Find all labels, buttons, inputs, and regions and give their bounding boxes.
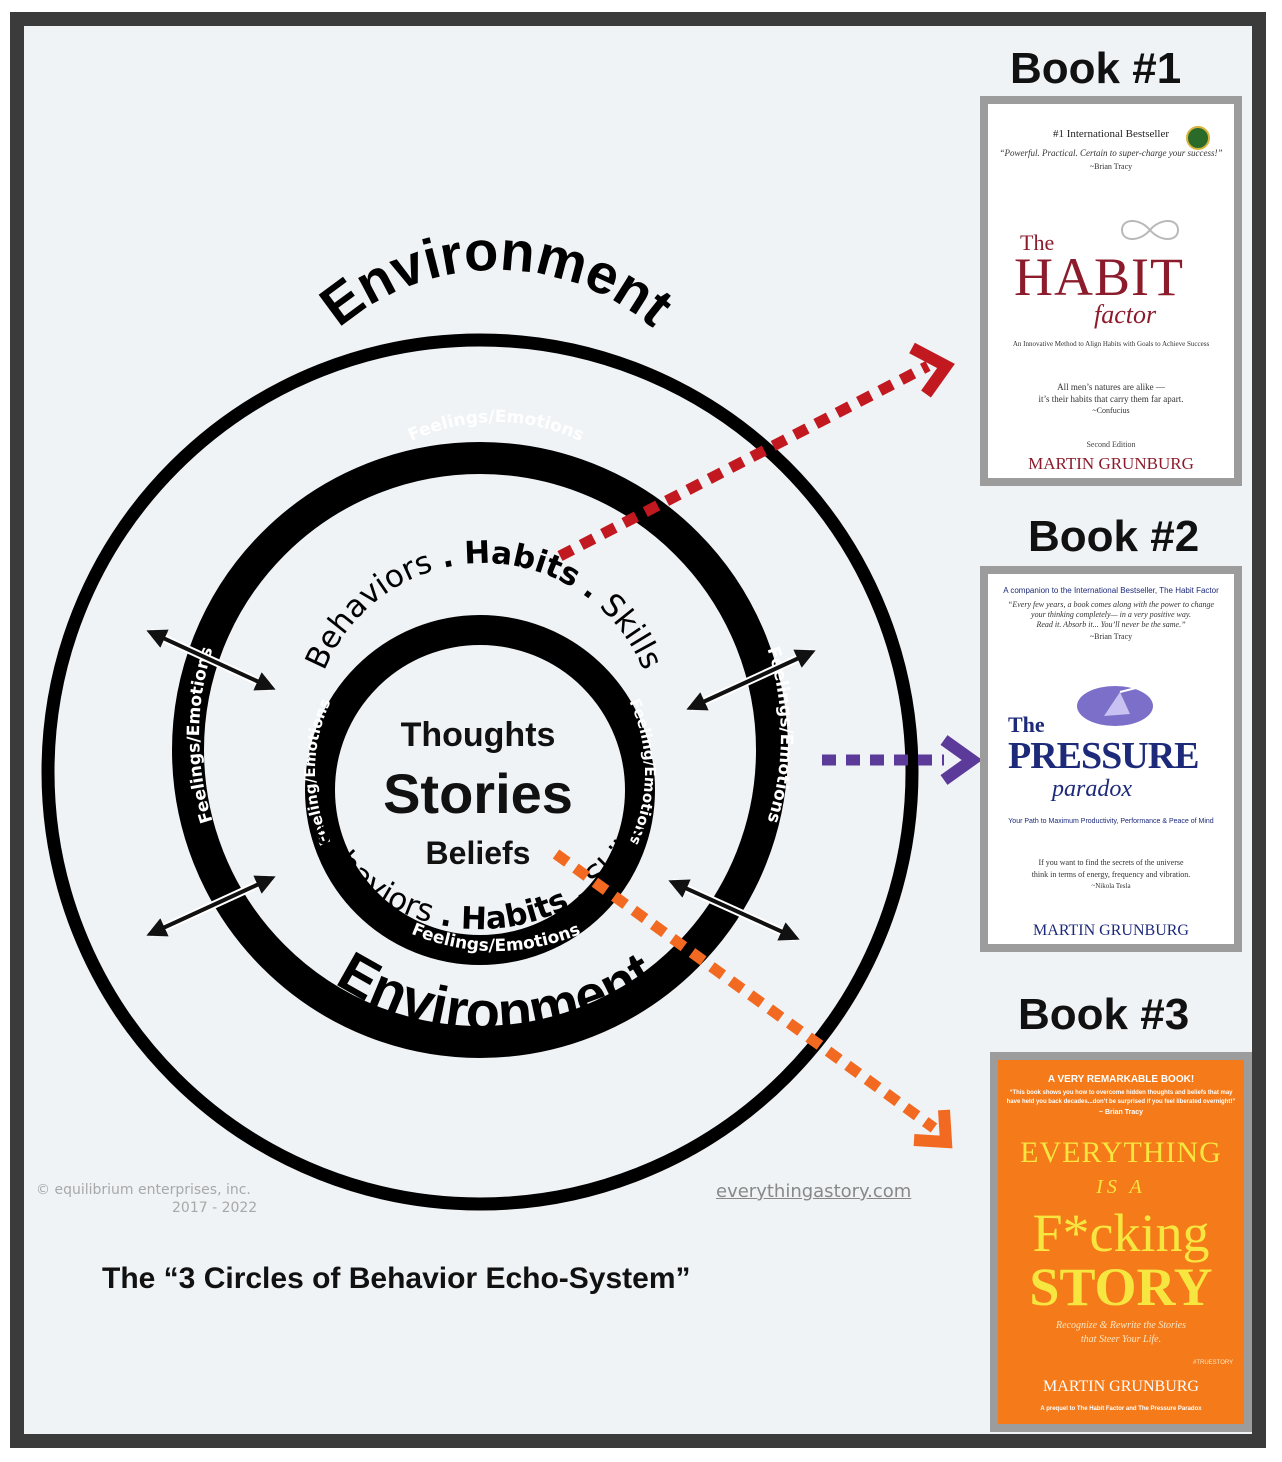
book1-quote-author: ~Brian Tracy bbox=[1089, 162, 1133, 171]
book3-title-line1: EVERYTHING bbox=[1020, 1136, 1222, 1169]
book2-quote-author: ~Brian Tracy bbox=[1089, 632, 1133, 641]
book3-quote1: “This book shows you how to overcome hid… bbox=[1009, 1090, 1233, 1096]
center-thoughts: Thoughts bbox=[401, 716, 556, 754]
arrow-to-book3-head bbox=[913, 1109, 953, 1149]
copyright-line2: 2017 - 2022 bbox=[172, 1200, 258, 1216]
book2-top-line: A companion to the International Bestsel… bbox=[1003, 586, 1219, 595]
book3-cover[interactable]: A VERY REMARKABLE BOOK! “This book shows… bbox=[990, 1052, 1252, 1432]
book1-quote: “Powerful. Practical. Certain to super-c… bbox=[999, 148, 1223, 158]
book2-title-prefix: The bbox=[1008, 712, 1045, 737]
book1-title-prefix: The bbox=[1020, 230, 1055, 255]
feelings-ring bbox=[172, 442, 788, 1058]
infinity-icon bbox=[1120, 220, 1180, 240]
award-badge-icon bbox=[1186, 126, 1210, 150]
center-beliefs: Beliefs bbox=[426, 835, 531, 871]
arrow-to-book1 bbox=[557, 361, 931, 561]
book2-cover[interactable]: A companion to the International Bestsel… bbox=[980, 566, 1242, 952]
book1-title-main: HABIT bbox=[1014, 247, 1184, 307]
book3-banner: A VERY REMARKABLE BOOK! bbox=[1047, 1074, 1195, 1085]
book2-epigraph-author: ~Nikola Tesla bbox=[1091, 882, 1131, 890]
arrow-to-book3 bbox=[552, 849, 938, 1133]
prism-icon bbox=[1077, 685, 1153, 726]
book3-quote2: have held you back decades...don’t be su… bbox=[1006, 1099, 1236, 1105]
arrow-lower-left bbox=[146, 875, 276, 937]
arrow-upper-left bbox=[146, 629, 276, 691]
book1-tagline: An Innovative Method to Align Habits wit… bbox=[1012, 340, 1210, 348]
environment-circle bbox=[41, 333, 919, 1211]
book2-heading: Book #2 bbox=[1028, 512, 1200, 561]
website-link[interactable]: everythingastory.com bbox=[716, 1181, 912, 1202]
book1-top-line: #1 International Bestseller bbox=[1052, 128, 1170, 140]
book2-title-main: PRESSURE bbox=[1008, 735, 1199, 777]
book2-title-sub: paradox bbox=[1052, 776, 1132, 802]
book1-edition: Second Edition bbox=[1086, 440, 1136, 449]
lower-behaviors-arc: Behaviors . Habits . Skills bbox=[304, 816, 656, 938]
book1-epigraph1: All men’s natures are alike — bbox=[1057, 382, 1165, 392]
book1-epigraph-author: ~Confucius bbox=[1092, 406, 1130, 415]
book2-tagline: Your Path to Maximum Productivity, Perfo… bbox=[1008, 818, 1214, 825]
arrow-to-book1-head bbox=[909, 342, 955, 398]
book3-subtitle2: that Steer Your Life. bbox=[1080, 1334, 1162, 1345]
feelings-label-top: Feelings/Emotions bbox=[405, 407, 587, 446]
book1-epigraph2: it’s their habits that carry them far ap… bbox=[1038, 394, 1184, 404]
book1-author: MARTIN GRUNBURG bbox=[1028, 454, 1194, 473]
arrow-lower-right bbox=[668, 879, 800, 941]
environment-top-label: Environment bbox=[308, 218, 685, 337]
book2-epigraph1: If you want to find the secrets of the u… bbox=[1038, 858, 1184, 867]
book1-title-sub: factor bbox=[1094, 300, 1157, 329]
center-stories: Stories bbox=[383, 762, 573, 825]
book3-footer: A prequel to The Habit Factor and The Pr… bbox=[1040, 1406, 1202, 1412]
book3-title-line3: F*cking bbox=[1032, 1203, 1210, 1263]
diagram-caption: The “3 Circles of Behavior Echo-System” bbox=[102, 1262, 691, 1295]
book3-author: MARTIN GRUNBURG bbox=[1043, 1378, 1199, 1395]
book3-subtitle1: Recognize & Rewrite the Stories bbox=[1056, 1320, 1186, 1331]
book3-heading: Book #3 bbox=[1018, 990, 1190, 1039]
book1-heading: Book #1 bbox=[1010, 44, 1182, 93]
book3-title-line2: IS A bbox=[1096, 1176, 1146, 1198]
arrow-to-book2-head bbox=[940, 735, 983, 785]
copyright-line1: © equilibrium enterprises, inc. bbox=[36, 1182, 251, 1198]
upper-behaviors-arc: Behaviors . Habits . Skills bbox=[299, 535, 670, 675]
inner-thoughts-ring bbox=[305, 615, 655, 965]
book3-title-line4: STORY bbox=[1029, 1257, 1213, 1317]
book2-quote2: your thinking completely— in a very posi… bbox=[1031, 610, 1191, 619]
book2-quote1: “Every few years, a book comes along wit… bbox=[1007, 600, 1215, 609]
book3-hashtag: #TRUESTORY bbox=[1193, 1360, 1234, 1366]
book2-author: MARTIN GRUNBURG bbox=[1033, 922, 1189, 939]
book3-quote-author: ~ Brian Tracy bbox=[1098, 1109, 1144, 1116]
book2-quote3: Read it. Absorb it... You’ll never be th… bbox=[1036, 620, 1186, 629]
arrow-upper-right bbox=[686, 649, 816, 711]
book2-epigraph2: think in terms of energy, frequency and … bbox=[1031, 870, 1191, 879]
book1-cover[interactable]: #1 International Bestseller “Powerful. P… bbox=[980, 96, 1242, 486]
